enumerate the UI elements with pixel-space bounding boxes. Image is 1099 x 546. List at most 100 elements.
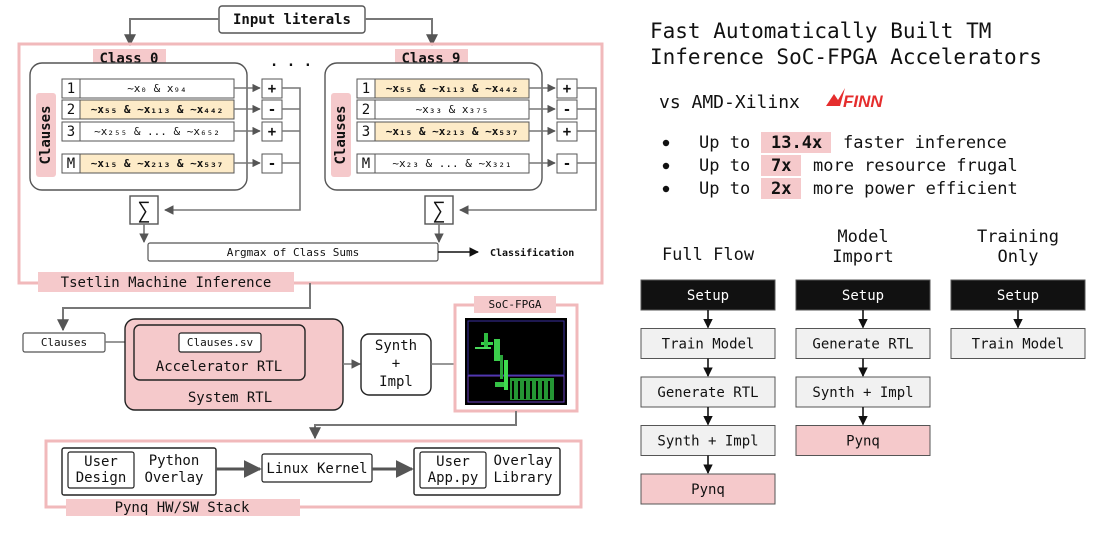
flow-step-box bbox=[795, 279, 931, 311]
flow-step-box bbox=[640, 425, 776, 456]
python-overlay-line-1: Python bbox=[149, 453, 200, 469]
flow-step-label: Train Model bbox=[662, 337, 755, 353]
bullet-value: 2x bbox=[771, 179, 791, 199]
synth-line-3: Impl bbox=[379, 374, 413, 390]
class0-sign: - bbox=[268, 102, 276, 118]
synth-line-1: Synth bbox=[375, 338, 417, 354]
class9-row-index: 1 bbox=[362, 81, 370, 97]
input-arrow-right bbox=[365, 18, 438, 47]
argmax-label: Argmax of Class Sums bbox=[227, 246, 359, 259]
finn-logo-text: FINN bbox=[843, 92, 883, 111]
finn-logo: FINN bbox=[826, 88, 883, 111]
class9-clause-expr: ~x₃₃ & x₃₇₅ bbox=[416, 103, 489, 116]
clauses-sv-box bbox=[178, 332, 262, 353]
class0-clause-expr: ~x₂₅₅ & ... & ~x₆₅₂ bbox=[94, 125, 220, 138]
bullet-value-highlight bbox=[761, 132, 831, 153]
class0-clause-rows: 1~x₀ & x₉₄+2~x₅₅ & ~x₁₁₃ & ~x₄₄₂-3~x₂₅₅ … bbox=[61, 78, 283, 174]
pynq-stack-tab bbox=[66, 499, 300, 516]
classification-label: Classification bbox=[490, 247, 574, 259]
flow-step-box bbox=[950, 279, 1086, 311]
class0-sum-symbol: ∑ bbox=[137, 199, 150, 224]
bullet-suffix: more power efficient bbox=[813, 179, 1018, 199]
bullet-value-highlight bbox=[761, 178, 801, 199]
tm-inference-label: Tsetlin Machine Inference bbox=[61, 275, 272, 291]
user-app-box bbox=[419, 451, 487, 489]
class0-row-index: M bbox=[67, 156, 75, 172]
class9-clauses-vertical: Clauses bbox=[333, 105, 349, 164]
bullet-prefix: Up to bbox=[699, 156, 750, 176]
class9-row-index: 3 bbox=[362, 124, 370, 140]
bullet-dot bbox=[662, 162, 670, 170]
summary-panel: Fast Automatically Built TM Inference So… bbox=[640, 19, 1086, 505]
synth-line-2: + bbox=[392, 356, 400, 372]
class9-sign: - bbox=[563, 102, 571, 118]
class0-clause-expr: ~x₀ & x₉₄ bbox=[127, 82, 187, 95]
class9-clauses-tag bbox=[331, 93, 351, 177]
tm-to-clauses-wire bbox=[57, 283, 311, 332]
flow-step-box bbox=[640, 328, 776, 359]
input-literals-label: Input literals bbox=[233, 12, 351, 28]
class0-sum-wires bbox=[164, 87, 301, 215]
flow-step-box bbox=[950, 328, 1086, 359]
class9-sum-wires bbox=[459, 87, 597, 215]
class0-row-index: 1 bbox=[67, 81, 75, 97]
flow-step-box bbox=[795, 425, 931, 456]
tm-inference-tab bbox=[38, 272, 294, 292]
bullet-suffix: faster inference bbox=[843, 133, 1007, 153]
flow-step-label: Generate RTL bbox=[657, 385, 758, 401]
input-arrow-left bbox=[124, 18, 219, 47]
flow-step-label: Synth + Impl bbox=[812, 385, 913, 401]
flow-step-box bbox=[640, 473, 776, 505]
fpga-layout-image bbox=[465, 318, 567, 405]
flow-step-box bbox=[640, 279, 776, 311]
overlay-library-line-1: Overlay bbox=[493, 453, 552, 469]
class9-sign: - bbox=[563, 156, 571, 172]
accelerator-rtl-label: Accelerator RTL bbox=[156, 359, 282, 375]
flow-step-box bbox=[640, 376, 776, 408]
clauses-box-label: Clauses bbox=[41, 336, 87, 349]
pynq-stack-label: Pynq HW/SW Stack bbox=[115, 500, 250, 516]
flow-step-label: Synth + Impl bbox=[657, 434, 758, 450]
class0-sign: - bbox=[268, 156, 276, 172]
fpga-to-pynq-wire bbox=[309, 411, 517, 440]
user-app-line-2: App.py bbox=[428, 470, 479, 486]
flow-step-label: Generate RTL bbox=[812, 337, 913, 353]
flow-title: Full Flow bbox=[662, 245, 755, 265]
bullet-prefix: Up to bbox=[699, 179, 750, 199]
bullet-value: 7x bbox=[771, 156, 791, 176]
bullet-dot bbox=[662, 185, 670, 193]
flow-title: Model bbox=[837, 227, 888, 247]
class9-sign: + bbox=[563, 81, 571, 97]
class0-clauses-tag bbox=[36, 93, 56, 177]
flow-step-label: Pynq bbox=[691, 482, 725, 498]
class9-sum-symbol: ∑ bbox=[432, 199, 445, 224]
user-design-line-2: Design bbox=[76, 470, 127, 486]
flow-step-label: Setup bbox=[842, 288, 884, 304]
bullet-dot bbox=[662, 139, 670, 147]
bullet-prefix: Up to bbox=[699, 133, 750, 153]
class9-clause-expr: ~x₅₅ & ~x₁₁₃ & ~x₄₄₂ bbox=[386, 82, 518, 95]
flow-title: Only bbox=[998, 247, 1039, 267]
bullet-suffix: more resource frugal bbox=[813, 156, 1018, 176]
class9-row-index: M bbox=[362, 156, 370, 172]
user-app-line-1: User bbox=[436, 454, 470, 470]
class9-sum-box bbox=[424, 195, 454, 225]
vs-label: vs AMD-Xilinx bbox=[659, 92, 800, 113]
flow-title: Training bbox=[977, 227, 1059, 247]
soc-fpga-label: SoC-FPGA bbox=[489, 298, 542, 311]
flow-step-label: Train Model bbox=[972, 337, 1065, 353]
class9-clause-expr: ~x₂₃ & ... & ~x₃₂₁ bbox=[392, 157, 511, 170]
python-overlay-line-2: Overlay bbox=[144, 470, 203, 486]
class0-clause-expr: ~x₅₅ & ~x₁₁₃ & ~x₄₄₂ bbox=[91, 103, 223, 116]
tm-diagram: Input literals Class 0 Clauses 1~x₀ & x₉… bbox=[17, 5, 604, 516]
linux-kernel-label: Linux Kernel bbox=[266, 461, 367, 477]
class0-sign: + bbox=[268, 124, 276, 140]
class0-row-index: 3 bbox=[67, 124, 75, 140]
soc-fpga-tab bbox=[474, 296, 556, 313]
class0-clauses-vertical: Clauses bbox=[38, 105, 54, 164]
class0-clause-expr: ~x₁₅ & ~x₂₁₃ & ~x₅₃₇ bbox=[91, 157, 223, 170]
class9-clause-expr: ~x₁₅ & ~x₂₁₃ & ~x₅₃₇ bbox=[386, 125, 518, 138]
